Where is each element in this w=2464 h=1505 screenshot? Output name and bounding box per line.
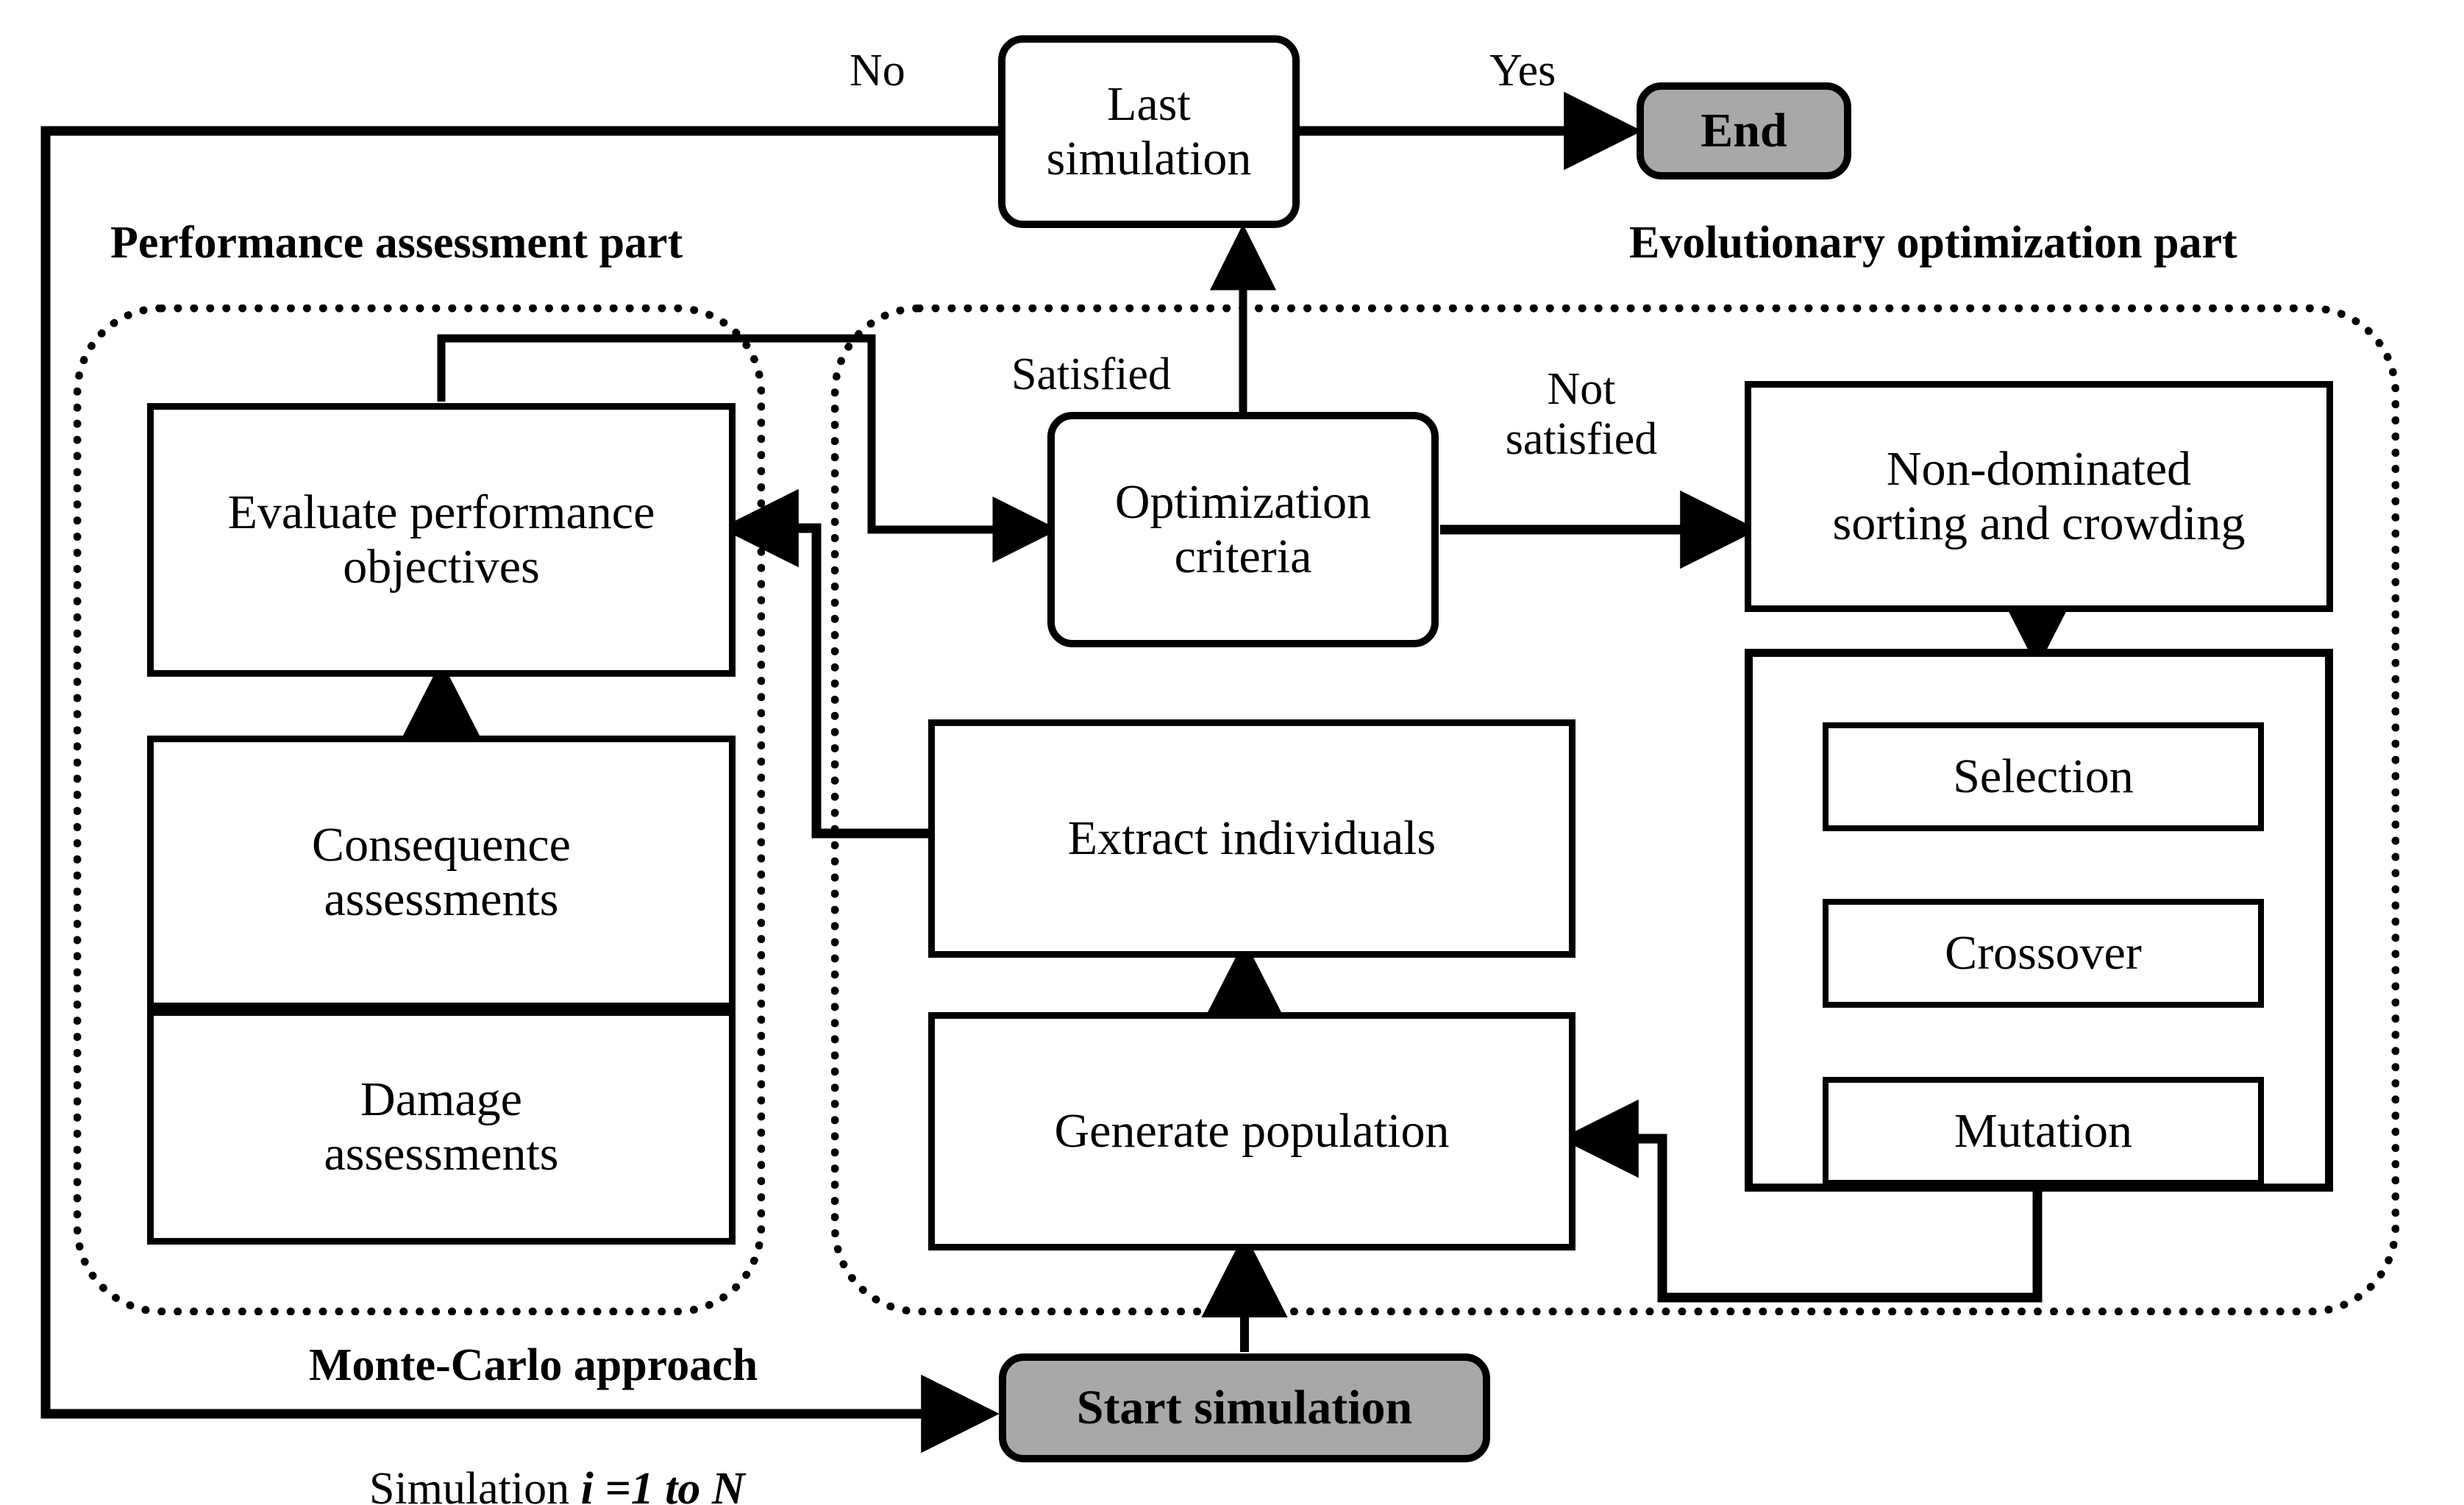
performance-assessment-region	[74, 305, 765, 1315]
node-non-dominated-sorting[interactable]: Non-dominated sorting and crowding	[1745, 381, 2333, 612]
edge-label-yes: Yes	[1489, 46, 1556, 96]
evolutionary-part-caption: Evolutionary optimization part	[1629, 218, 2237, 268]
node-extract-individuals[interactable]: Extract individuals	[928, 719, 1575, 958]
edge-label-not-satisfied: Not satisfied	[1505, 364, 1658, 465]
monte-carlo-caption: Monte-Carlo approach	[309, 1340, 758, 1390]
evolutionary-optimization-region	[831, 305, 2399, 1315]
simulation-range-caption: Simulation i =1 to N	[324, 1414, 745, 1505]
simulation-range-prefix: Simulation	[369, 1464, 581, 1505]
node-generate-population[interactable]: Generate population	[928, 1012, 1575, 1250]
node-optimization-criteria[interactable]: Optimization criteria	[1047, 412, 1439, 647]
performance-part-caption: Performance assessment part	[110, 218, 683, 268]
node-end[interactable]: End	[1637, 82, 1851, 179]
node-start-simulation[interactable]: Start simulation	[999, 1353, 1490, 1462]
node-selection[interactable]: Selection	[1823, 722, 2264, 831]
node-consequence-assessments[interactable]: Consequence assessments	[147, 736, 736, 1009]
node-crossover[interactable]: Crossover	[1823, 899, 2264, 1008]
simulation-range-math: i =1 to N	[580, 1464, 745, 1505]
node-damage-assessments[interactable]: Damage assessments	[147, 1009, 736, 1245]
edge-operators-to-generate	[1560, 1099, 2043, 1303]
node-last-simulation[interactable]: Last simulation	[998, 35, 1300, 228]
node-mutation[interactable]: Mutation	[1823, 1077, 2264, 1186]
edge-label-no: No	[850, 46, 905, 96]
node-evaluate-performance[interactable]: Evaluate performance objectives	[147, 403, 736, 677]
edge-label-satisfied: Satisfied	[1011, 349, 1171, 399]
edge-no-loop	[40, 126, 1000, 1454]
edge-extract-to-evaluate	[720, 488, 928, 839]
